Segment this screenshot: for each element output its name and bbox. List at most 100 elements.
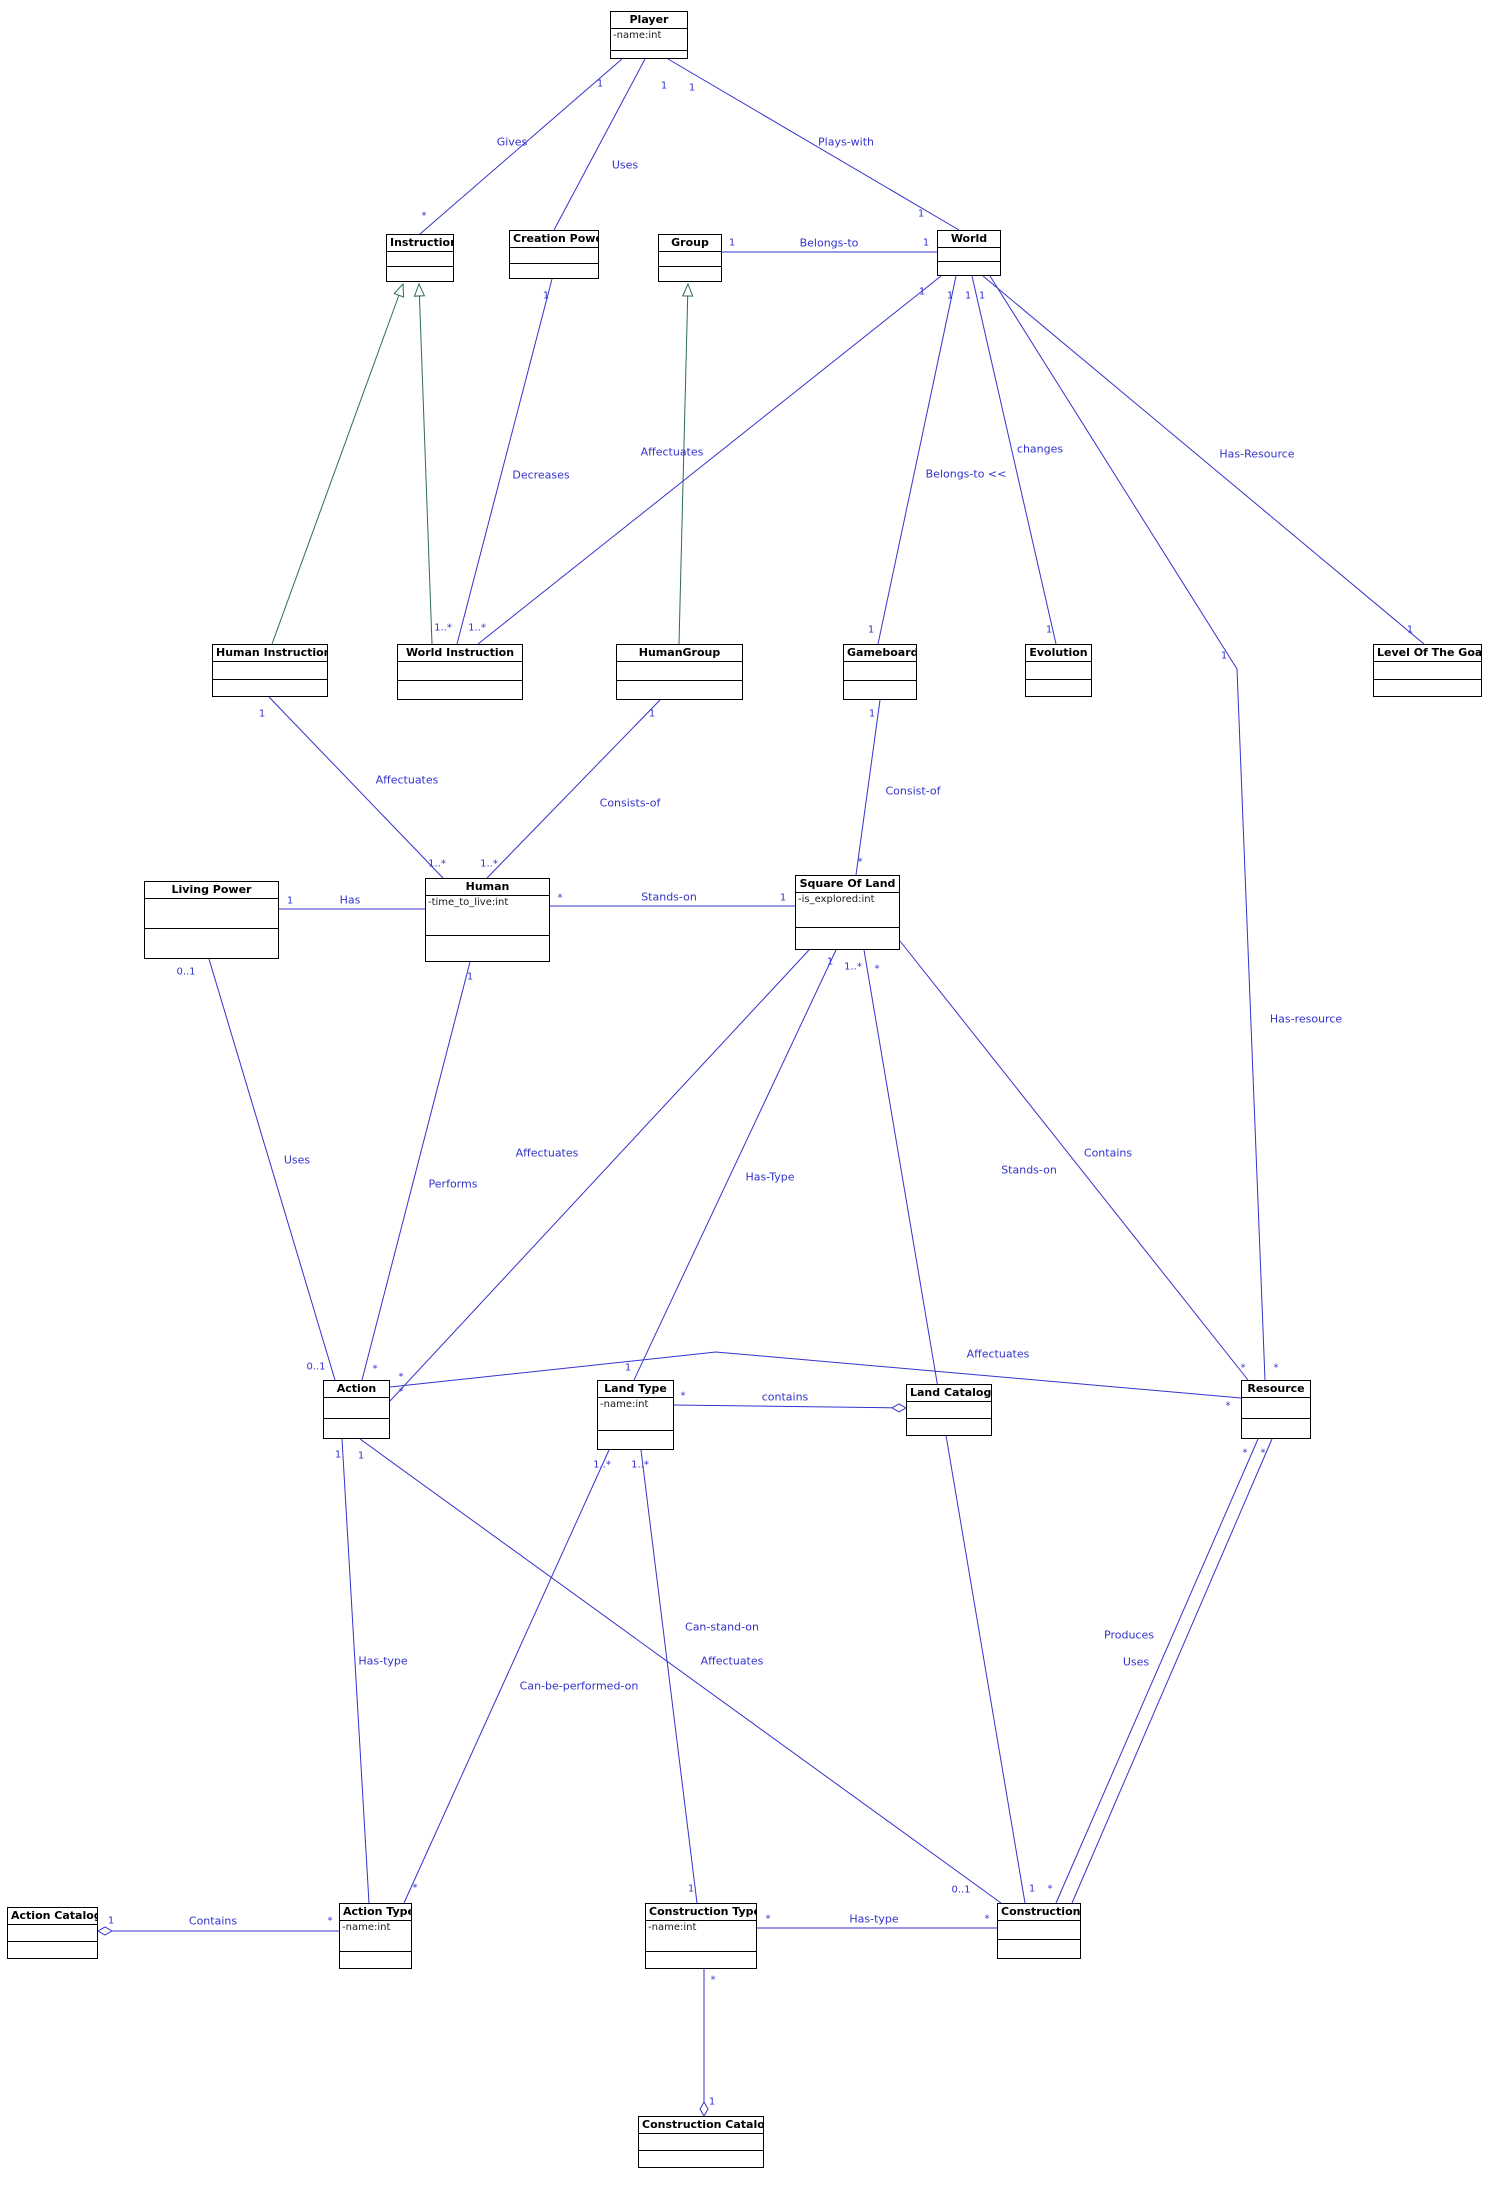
- class-attributes-creation-power: [510, 248, 598, 264]
- multiplicity-construction-has-type-0: *: [765, 1913, 771, 1925]
- multiplicity-hi-affectuates-human-1: 1..*: [428, 858, 446, 870]
- multiplicity-sol-stands-on-construction-1: 0..1: [951, 1884, 971, 1896]
- class-world-instruction: World Instruction: [397, 644, 523, 700]
- edge-label-human-performs-action: Performs: [428, 1177, 478, 1191]
- class-evolution: Evolution: [1025, 644, 1092, 697]
- class-operations-construction: [998, 1940, 1080, 1958]
- class-title-square-of-land: Square Of Land: [796, 876, 899, 893]
- edge-label-player-uses-creation-power: Uses: [611, 158, 639, 172]
- edge-world-affectuates-wi: [477, 275, 942, 645]
- class-operations-human: [426, 936, 549, 962]
- multiplicity-gameboard-consist-of-1: *: [857, 856, 863, 868]
- class-attribute: -is_explored:int: [798, 894, 875, 905]
- class-operations-human-group: [617, 681, 742, 699]
- multiplicity-human-performs-action-1: *: [372, 1363, 378, 1375]
- class-attributes-gameboard: [844, 662, 916, 681]
- edge-hg-consists-of-human: [486, 699, 661, 879]
- multiplicity-sol-affectuates-action-0: 1: [826, 956, 834, 968]
- class-attributes-player: -name:int: [611, 29, 687, 51]
- edge-human-performs-action: [361, 961, 471, 1381]
- class-attributes-human: -time_to_live:int: [426, 896, 549, 936]
- multiplicity-sol-stands-on-construction-0: *: [874, 963, 880, 975]
- class-title-human-group: HumanGroup: [617, 645, 742, 662]
- class-creation-power: Creation Power: [509, 230, 599, 279]
- edge-label-group-belongs-to-world: Belongs-to: [799, 236, 859, 250]
- edge-action-has-type: [341, 1438, 370, 1904]
- class-attributes-living-power: [145, 899, 278, 929]
- class-title-group: Group: [659, 235, 721, 252]
- class-construction: Construction: [997, 1903, 1081, 1959]
- multiplicity-resource-produces-construction-0: *: [1260, 1447, 1266, 1459]
- multiplicity-world-belongs-to-gameboard-1: 1: [867, 624, 875, 636]
- class-square-of-land: Square Of Land-is_explored:int: [795, 875, 900, 950]
- class-player: Player-name:int: [610, 11, 688, 59]
- multiplicity-sol-affectuates-action-1: *: [398, 1386, 404, 1398]
- edge-label-action-catalog-contains: Contains: [188, 1914, 238, 1928]
- edge-label-world-has-resource-resource: Has-resource: [1269, 1012, 1343, 1026]
- edge-label-player-plays-with-world: Plays-with: [818, 135, 874, 149]
- multiplicity-sol-contains-resource-0: *: [1240, 1362, 1246, 1374]
- class-action-catalog: Action Catalog: [7, 1907, 98, 1959]
- class-operations-square-of-land: [796, 928, 899, 949]
- edge-creation-power-decreases: [456, 278, 553, 645]
- class-title-instruction: Instruction: [387, 235, 453, 252]
- multiplicity-sol-has-type-land-type-1: 1: [624, 1362, 632, 1374]
- multiplicity-sol-has-type-land-type-0: 1..*: [844, 961, 862, 973]
- multiplicity-land-type-can-be-performed-on-0: 1..*: [593, 1459, 611, 1471]
- class-operations-creation-power: [510, 264, 598, 279]
- edge-label-creation-power-decreases: Decreases: [512, 468, 570, 482]
- multiplicity-hi-affectuates-human-0: 1: [258, 708, 266, 720]
- class-operations-human-instruction: [213, 680, 327, 697]
- class-title-action-type: Action Type: [340, 1904, 411, 1921]
- class-resource: Resource: [1241, 1380, 1311, 1439]
- edge-label-action-affectuates-construction: Affectuates: [700, 1654, 764, 1668]
- edge-player-plays-with-world: [667, 58, 960, 231]
- class-group: Group: [658, 234, 722, 282]
- multiplicity-construction-type-catalog-0: *: [710, 1974, 716, 1986]
- multiplicity-hg-consists-of-human-1: 1..*: [480, 858, 498, 870]
- class-title-construction-catalog: Construction Catalog: [639, 2117, 763, 2134]
- class-operations-world: [938, 262, 1000, 275]
- edge-sol-affectuates-action: [389, 949, 810, 1402]
- edge-label-living-power-has-human: Has: [339, 893, 361, 907]
- class-attributes-construction: [998, 1921, 1080, 1940]
- edge-label-gameboard-consist-of: Consist-of: [885, 784, 941, 798]
- multiplicity-action-catalog-contains-1: 1: [107, 1915, 115, 1927]
- edge-world-instruction-gen: [413, 282, 433, 645]
- multiplicity-land-catalog-contains-0: *: [680, 1390, 686, 1402]
- multiplicity-living-power-has-human-0: 1: [286, 895, 294, 907]
- class-attributes-land-type: -name:int: [598, 1398, 673, 1431]
- class-level-of-the-goal: Level Of The Goal: [1373, 644, 1482, 697]
- multiplicity-action-affectuates-resource-0: *: [398, 1371, 404, 1383]
- edge-label-world-changes-evolution: changes: [1016, 442, 1064, 456]
- edge-label-world-affectuates-wi: Affectuates: [640, 445, 704, 459]
- edge-label-human-stands-on-sol: Stands-on: [641, 890, 697, 904]
- class-world: World: [937, 230, 1001, 276]
- class-operations-construction-catalog: [639, 2151, 763, 2167]
- edge-land-catalog-contains: [673, 1403, 908, 1413]
- edge-land-type-can-stand-on: [640, 1449, 698, 1904]
- class-construction-type: Construction Type-name:int: [645, 1903, 757, 1969]
- edge-label-construction-has-type: Has-type: [849, 1912, 899, 1926]
- class-land-catalog: Land Catalog: [906, 1384, 992, 1436]
- edge-living-power-uses-action: [208, 958, 336, 1381]
- multiplicity-world-has-resource-goal-0: 1: [978, 290, 986, 302]
- multiplicity-action-affectuates-construction-0: 1: [357, 1450, 365, 1462]
- multiplicity-player-plays-with-world-1: 1: [917, 208, 925, 220]
- class-title-land-type: Land Type: [598, 1381, 673, 1398]
- multiplicity-land-type-can-stand-on-1: 1: [687, 1883, 695, 1895]
- class-operations-instruction: [387, 267, 453, 281]
- class-attributes-group: [659, 252, 721, 267]
- class-operations-player: [611, 51, 687, 59]
- multiplicity-construction-type-catalog-1: 1: [708, 2096, 716, 2108]
- edge-land-type-can-be-performed-on: [403, 1449, 610, 1904]
- edge-label-land-type-can-stand-on: Can-stand-on: [685, 1620, 759, 1634]
- multiplicity-action-affectuates-resource-1: *: [1225, 1400, 1231, 1412]
- edge-world-changes-evolution: [971, 275, 1057, 645]
- edge-action-affectuates-construction: [359, 1438, 1002, 1904]
- class-human-group: HumanGroup: [616, 644, 743, 700]
- edge-label-player-gives-instruction: Gives: [496, 135, 528, 149]
- edge-resource-uses-construction: [1055, 1438, 1259, 1904]
- class-instruction: Instruction: [386, 234, 454, 282]
